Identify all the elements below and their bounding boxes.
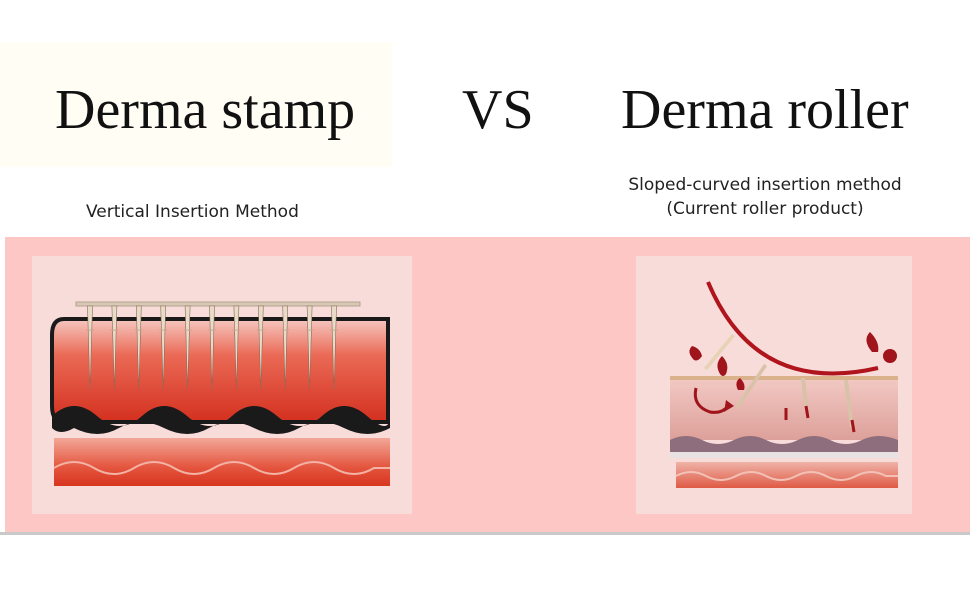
stamp-needle — [209, 305, 215, 391]
skin-lower-layer — [54, 438, 390, 486]
stamp-needle — [111, 305, 118, 391]
stamp-needle — [282, 305, 289, 391]
stamp-needle — [87, 305, 93, 391]
stamp-needles — [86, 305, 338, 391]
blood-trail-3 — [850, 419, 856, 433]
lower-wave-line — [53, 461, 390, 475]
skin-surface-line — [670, 376, 898, 380]
stamp-needle — [331, 305, 337, 391]
blood-arrow — [693, 387, 730, 414]
blood-drop-3 — [866, 332, 879, 352]
roller-arc — [706, 281, 879, 376]
roller-needle-4 — [844, 380, 854, 428]
roller-diagram-panel — [636, 256, 912, 514]
stamp-diagram — [50, 301, 390, 486]
header-band-right — [392, 42, 970, 167]
title-vs: VS — [462, 79, 534, 141]
wavy-mauve-layer — [670, 436, 898, 452]
stamp-needle — [184, 305, 191, 391]
stamp-plate — [75, 301, 361, 307]
stamp-needle — [160, 305, 167, 391]
blood-trail-2 — [804, 405, 810, 419]
skin-upper-layer — [670, 378, 898, 440]
stamp-needle — [306, 305, 313, 391]
caption-sloped-insertion: Sloped-curved insertion method — [628, 175, 902, 195]
stamp-needle — [233, 305, 240, 391]
roller-needle-3 — [801, 378, 808, 406]
roller-diagram — [670, 281, 898, 488]
roller-needle-1 — [704, 334, 735, 370]
caption-vertical-insertion: Vertical Insertion Method — [86, 202, 299, 222]
caption-current-roller: (Current roller product) — [666, 199, 864, 219]
stamp-diagram-panel — [32, 256, 412, 514]
blood-drop-4 — [883, 349, 897, 363]
wavy-dark-layer — [52, 406, 390, 434]
roller-needle-2 — [736, 364, 767, 408]
blood-drop-5 — [736, 378, 745, 390]
blood-drop-2 — [717, 356, 728, 376]
skin-lower-layer — [676, 462, 898, 488]
stamp-needle — [257, 305, 264, 391]
skin-separator — [670, 452, 898, 458]
blood-drop-1 — [689, 346, 702, 361]
stamp-needle — [135, 305, 142, 391]
lower-wave-line — [675, 471, 898, 481]
skin-upper-layer — [50, 317, 390, 424]
bottom-divider — [0, 532, 970, 535]
title-derma-roller: Derma roller — [621, 79, 909, 141]
blood-arrow-head — [724, 400, 734, 412]
title-derma-stamp: Derma stamp — [55, 79, 356, 141]
